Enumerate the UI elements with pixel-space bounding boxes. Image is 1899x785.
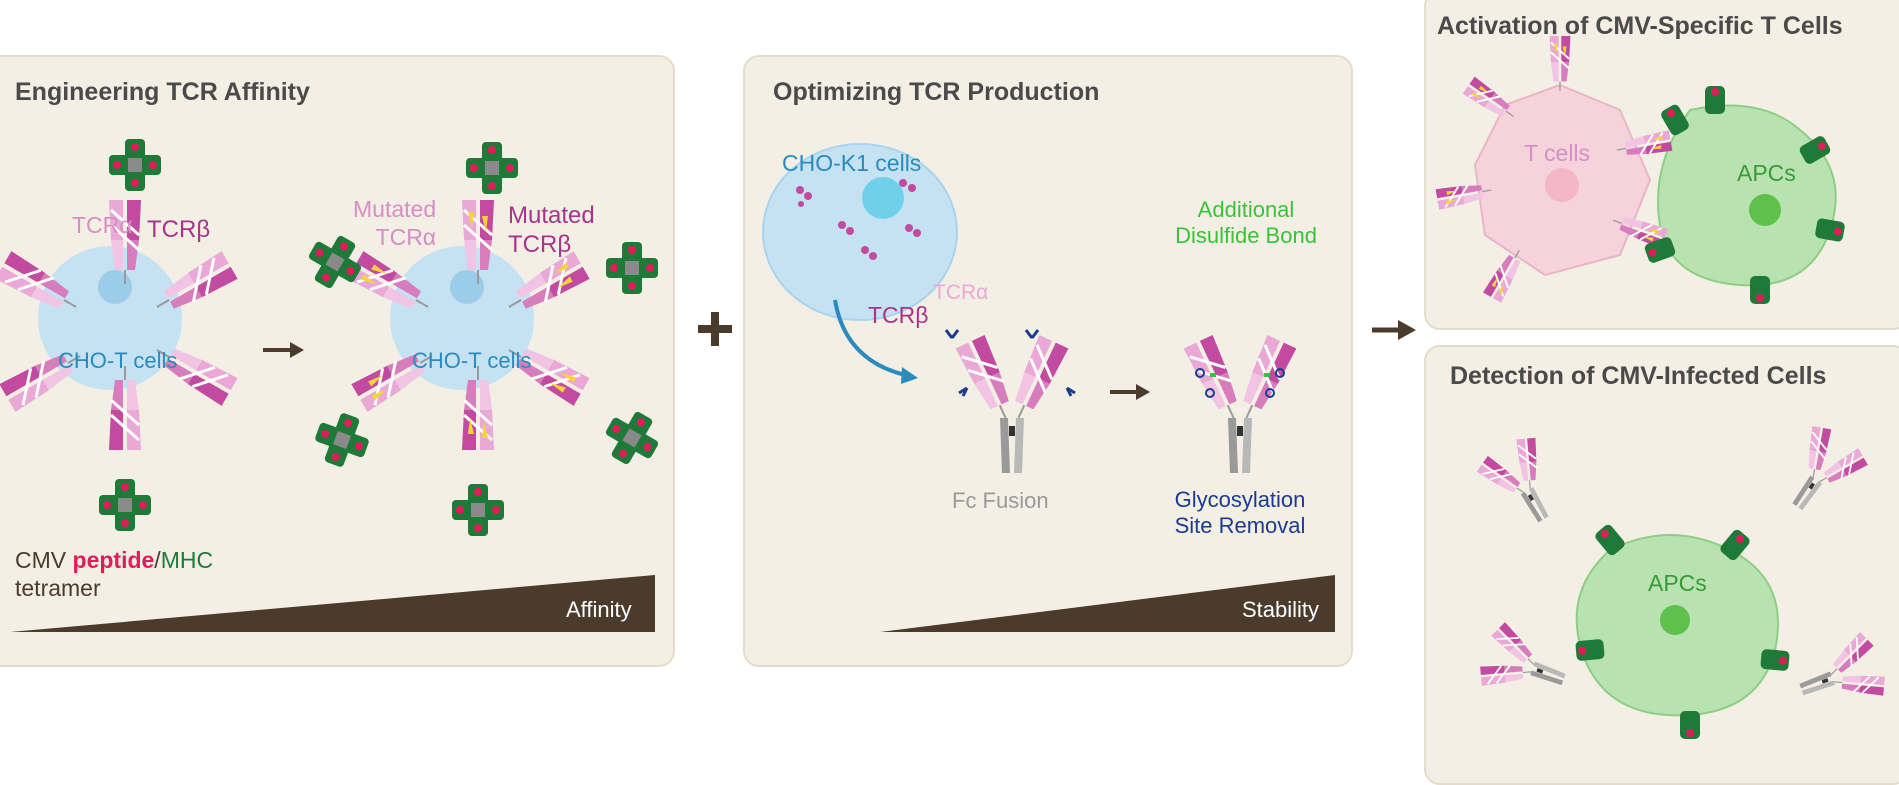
mutated-beta-label: Mutated TCRβ (508, 202, 595, 260)
arrow-panel1 (263, 342, 304, 358)
mutated-alpha-label: Mutated TCRα (353, 196, 436, 251)
cell-left-label: CHO-T cells (58, 348, 178, 373)
cell-right (390, 246, 534, 390)
arrow-panel2 (1110, 384, 1150, 400)
glyco-line1: Glycosylation (1174, 487, 1306, 512)
mutated-alpha-line1: Mutated (353, 196, 437, 222)
cho-k1-label: CHO-K1 cells (782, 150, 922, 176)
disulfide-line1: Additional (1197, 197, 1295, 222)
panel4-title: Detection of CMV-Infected Cells (1450, 362, 1827, 390)
glyco-line2: Site Removal (1174, 513, 1306, 539)
panel3-title: Activation of CMV-Specific T Cells (1437, 12, 1843, 40)
tcr-alpha-label-p2: TCRα (933, 281, 989, 304)
panel2-title: Optimizing TCR Production (773, 78, 1100, 106)
affinity-wedge (10, 575, 655, 632)
apcs-label-top: APCs (1737, 160, 1796, 186)
stability-wedge (880, 575, 1335, 632)
mutated-beta-line1: Mutated (508, 202, 595, 229)
antibody-optimized (1184, 335, 1297, 473)
fc-fusion-label: Fc Fusion (952, 488, 1049, 513)
tetramer-left-top (109, 139, 161, 191)
tetramer-left-bottom (99, 479, 151, 531)
mutated-beta-line2: TCRβ (508, 230, 572, 258)
legend-cmv: CMV (15, 547, 67, 573)
plus-symbol (698, 312, 732, 346)
arrow-to-applications (1372, 320, 1416, 340)
transfer-arrowhead (901, 367, 918, 384)
disulfide-label: Additional Disulfide Bond (1156, 197, 1336, 250)
t-cells-label: T cells (1524, 140, 1591, 166)
cho-k1-cell (762, 143, 958, 321)
apc-cell-bottom (1575, 534, 1779, 717)
cell-left (38, 246, 182, 390)
tetramer-legend: CMV peptide/MHC tetramer (15, 547, 213, 602)
affinity-label: Affinity (566, 597, 632, 622)
apc-cell-top (1657, 104, 1837, 287)
tcr-beta-label: TCRβ (147, 216, 211, 243)
mutated-alpha-line2: TCRα (375, 223, 437, 250)
transfer-arrow (833, 299, 906, 377)
tcr-beta-label-p2: TCRβ (868, 302, 929, 328)
legend-tetramer: tetramer (15, 574, 101, 601)
tcr-alpha-label: TCRα (72, 212, 133, 238)
t-cell (1473, 83, 1652, 277)
legend-peptide: peptide (72, 547, 155, 573)
panel1-title: Engineering TCR Affinity (15, 78, 310, 106)
apcs-label-bottom: APCs (1648, 570, 1707, 596)
glyco-label: Glycosylation Site Removal (1150, 487, 1330, 540)
antibody-fc-fusion (944, 329, 1076, 473)
legend-mhc: MHC (160, 547, 214, 573)
legend-slash: / (154, 547, 161, 573)
stability-label: Stability (1242, 597, 1320, 622)
disulfide-line2: Disulfide Bond (1175, 223, 1317, 249)
cell-right-label: CHO-T cells (412, 348, 532, 373)
